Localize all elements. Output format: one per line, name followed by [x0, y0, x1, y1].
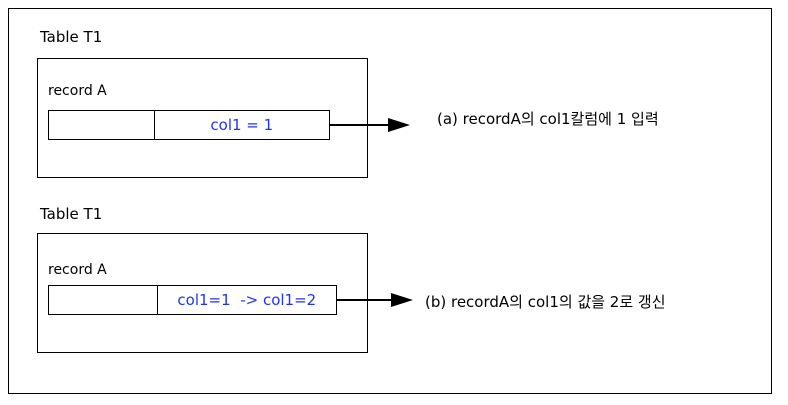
record-cell-value-a: col1 = 1 [155, 111, 329, 139]
record-cell-key-a [49, 111, 155, 139]
record-label-a: record A [48, 83, 107, 99]
table-label-a: Table T1 [40, 28, 103, 46]
record-row-b: col1=1 -> col1=2 [48, 285, 337, 315]
table-label-b: Table T1 [40, 205, 103, 223]
record-row-a: col1 = 1 [48, 110, 330, 140]
table-box-b [37, 233, 368, 353]
col-value-text-a: col1 = 1 [210, 115, 274, 134]
page-border [8, 8, 772, 394]
caption-b: (b) recordA의 col1의 값을 2로 갱신 [425, 293, 666, 311]
record-label-b: record A [48, 262, 107, 278]
arrow-b [337, 293, 413, 307]
table-box-a [37, 58, 368, 178]
col-value-text-b: col1=1 -> col1=2 [177, 290, 317, 309]
record-cell-key-b [49, 286, 158, 314]
arrow-a [330, 118, 410, 132]
record-cell-value-b: col1=1 -> col1=2 [158, 286, 336, 314]
caption-a: (a) recordA의 col1칼럼에 1 입력 [437, 110, 659, 128]
